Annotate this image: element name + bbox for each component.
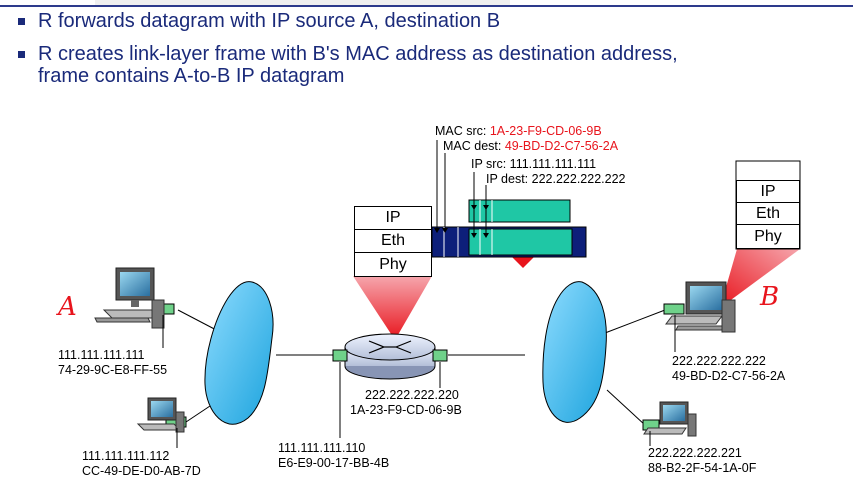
datagram-in-frame <box>468 228 573 256</box>
host-b2-address: 222.222.222.221 88-B2-2F-54-1A-0F <box>648 446 756 476</box>
computer-host-b <box>665 281 736 333</box>
ip-dest-label: IP dest: 222.222.222.222 <box>486 172 626 186</box>
mac-dest-label: MAC dest: 49-BD-D2-C7-56-2A <box>443 139 619 153</box>
slide-title-bar <box>0 0 853 7</box>
datagram-standalone <box>468 199 571 223</box>
mac-src-label: MAC src: 1A-23-F9-CD-06-9B <box>435 124 602 138</box>
frame-pointer <box>510 255 536 268</box>
stack-layer-ip: IP <box>354 206 432 230</box>
link-frame <box>431 140 587 258</box>
link-cloud-b2 <box>606 389 646 426</box>
router-right-mac: 1A-23-F9-CD-06-9B <box>350 403 462 417</box>
router-beam <box>353 276 432 340</box>
stack-layer-phy: Phy <box>354 252 432 277</box>
host-b-ip: 222.222.222.222 <box>672 354 766 368</box>
stack-layer-eth: Eth <box>354 229 432 253</box>
mac-src-value: 1A-23-F9-CD-06-9B <box>489 124 602 138</box>
host-a-address: 111.111.111.111 74-29-9C-E8-FF-55 <box>58 348 167 378</box>
router-right-ip: 222.222.222.220 <box>365 388 459 402</box>
router-left-address: 111.111.111.110 E6-E9-00-17-BB-4B <box>278 441 389 471</box>
bullet-text: R creates link-layer frame with B's MAC … <box>38 43 678 87</box>
computer-host-a2 <box>136 397 185 433</box>
bullet-text: R forwards datagram with IP source A, de… <box>38 10 501 32</box>
link-cloud-b <box>604 309 666 334</box>
bullet-square <box>18 51 25 58</box>
host-b-protocol-stack: IP Eth Phy <box>736 180 800 249</box>
router-right-address: 222.222.222.220 1A-23-F9-CD-06-9B <box>350 388 462 418</box>
stack-layer-ip: IP <box>736 180 800 203</box>
host-a2-address: 111.111.111.112 CC-49-DE-D0-AB-7D <box>82 449 201 479</box>
host-a2-ip: 111.111.111.112 <box>82 449 170 463</box>
computer-host-b2 <box>643 401 697 437</box>
computer-host-a <box>94 267 165 329</box>
adapter-router-left <box>332 349 348 362</box>
cloud-right <box>542 281 607 423</box>
stack-layer-phy: Phy <box>736 224 800 249</box>
adapter-host-b <box>663 303 685 315</box>
router <box>344 333 436 380</box>
host-a-ip: 111.111.111.111 <box>58 348 145 362</box>
router-protocol-stack: IP Eth Phy <box>354 206 432 277</box>
adapter-router-right <box>432 349 448 362</box>
leader-lines <box>162 315 676 448</box>
router-left-ip: 111.111.111.110 <box>278 441 366 455</box>
host-b2-ip: 222.222.222.221 <box>648 446 742 460</box>
host-a2-mac: CC-49-DE-D0-AB-7D <box>82 464 201 478</box>
title-fragment <box>95 0 510 7</box>
mac-dest-value: 49-BD-D2-C7-56-2A <box>504 139 619 153</box>
host-b-name: B <box>760 282 780 312</box>
title-underline <box>0 5 853 7</box>
host-b-address: 222.222.222.222 49-BD-D2-C7-56-2A <box>672 354 785 384</box>
cloud-left <box>204 281 274 425</box>
host-a-mac: 74-29-9C-E8-FF-55 <box>58 363 168 377</box>
bullet-square <box>18 18 25 25</box>
host-b2-mac: 88-B2-2F-54-1A-0F <box>648 461 757 475</box>
ip-src-label: IP src: 111.111.111.111 <box>471 157 597 171</box>
host-a-name: A <box>58 292 77 322</box>
router-left-mac: E6-E9-00-17-BB-4B <box>278 456 390 470</box>
host-b-mac: 49-BD-D2-C7-56-2A <box>672 369 786 383</box>
host-b-beam <box>720 249 800 308</box>
stack-layer-eth: Eth <box>736 202 800 225</box>
